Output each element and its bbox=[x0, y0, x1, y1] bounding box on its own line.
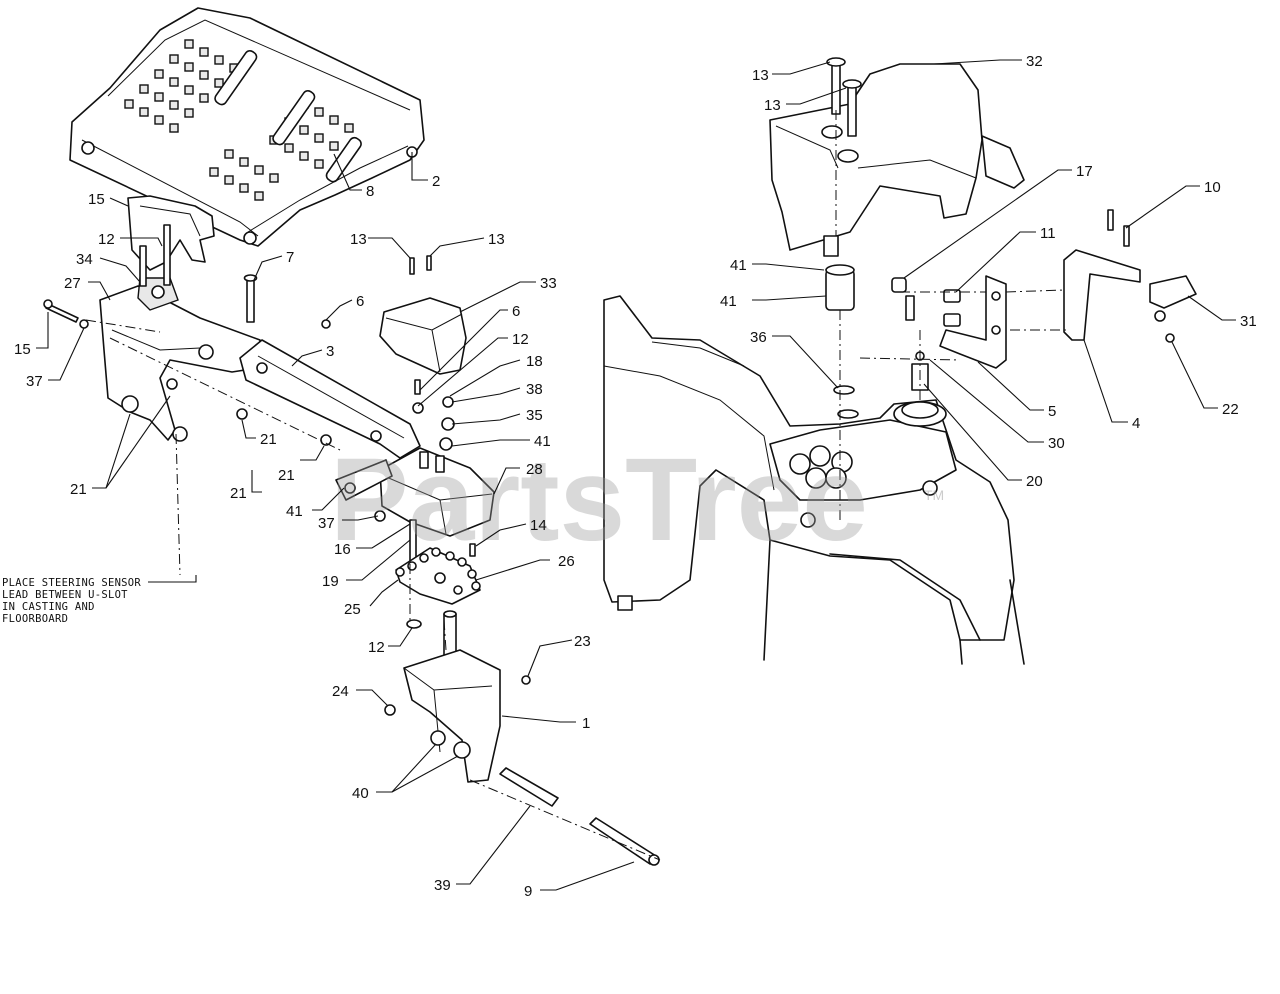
caster-bracket-part bbox=[384, 649, 531, 783]
callout-17: 17 bbox=[1076, 163, 1093, 180]
callout-41-b: 41 bbox=[286, 503, 303, 520]
callout-21-d: 21 bbox=[70, 481, 87, 498]
callout-37-left: 37 bbox=[26, 373, 43, 390]
callout-2: 2 bbox=[432, 173, 440, 190]
callout-13-c: 13 bbox=[752, 67, 769, 84]
callout-41-d: 41 bbox=[720, 293, 737, 310]
callout-28: 28 bbox=[526, 461, 543, 478]
callout-9: 9 bbox=[524, 883, 532, 900]
steering-casting-part bbox=[99, 224, 261, 442]
callout-22: 22 bbox=[1222, 401, 1239, 418]
callout-4: 4 bbox=[1132, 415, 1140, 432]
steering-link-part bbox=[239, 339, 421, 459]
bracket-5-part bbox=[939, 275, 1007, 369]
small-hardware bbox=[79, 255, 476, 557]
callout-21-a: 21 bbox=[260, 431, 277, 448]
callout-7: 7 bbox=[286, 249, 294, 266]
leader-lines bbox=[36, 59, 1236, 891]
floorboard-part bbox=[69, 7, 425, 247]
bolts-17-11-part bbox=[891, 277, 961, 391]
callout-numbers: 2 8 15 12 7 34 27 15 37 6 3 21 21 21 21 … bbox=[14, 53, 1257, 900]
callout-12-upper: 12 bbox=[98, 231, 115, 248]
callout-19: 19 bbox=[322, 573, 339, 590]
steering-sensor-note: PLACE STEERING SENSOR LEAD BETWEEN U-SLO… bbox=[2, 575, 197, 625]
bolt-15-part bbox=[43, 299, 79, 323]
screws-13-right-part bbox=[826, 57, 862, 137]
sensor-housing-part bbox=[335, 447, 495, 537]
steering-shroud-part bbox=[127, 195, 215, 271]
callout-13-b: 13 bbox=[488, 231, 505, 248]
callout-33: 33 bbox=[540, 275, 557, 292]
note-line-4: FLOORBOARD bbox=[2, 613, 68, 625]
callout-8: 8 bbox=[366, 183, 374, 200]
callout-13-a: 13 bbox=[350, 231, 367, 248]
callout-23: 23 bbox=[574, 633, 591, 650]
watermark: PartsTree bbox=[330, 434, 868, 566]
callout-41-a: 41 bbox=[534, 433, 551, 450]
callout-12-c: 12 bbox=[368, 639, 385, 656]
callout-24: 24 bbox=[332, 683, 349, 700]
watermark-tm: TM bbox=[924, 487, 944, 503]
callout-32: 32 bbox=[1026, 53, 1043, 70]
note-line-3: IN CASTING AND bbox=[2, 601, 95, 613]
callout-37-b: 37 bbox=[318, 515, 335, 532]
callout-26: 26 bbox=[558, 553, 575, 570]
callout-20: 20 bbox=[1026, 473, 1043, 490]
callout-38: 38 bbox=[526, 381, 543, 398]
cover-33-part bbox=[379, 297, 467, 375]
callout-13-d: 13 bbox=[764, 97, 781, 114]
callout-41-c: 41 bbox=[730, 257, 747, 274]
callout-21-b: 21 bbox=[278, 467, 295, 484]
callout-6-b: 6 bbox=[512, 303, 520, 320]
callout-39: 39 bbox=[434, 877, 451, 894]
callout-36: 36 bbox=[750, 329, 767, 346]
callout-5: 5 bbox=[1048, 403, 1056, 420]
bolt-7-part bbox=[243, 274, 258, 323]
callout-10: 10 bbox=[1204, 179, 1221, 196]
washer-36-part bbox=[833, 385, 859, 419]
callout-6-a: 6 bbox=[356, 293, 364, 310]
callout-30: 30 bbox=[1048, 435, 1065, 452]
bracket-4-part bbox=[1063, 209, 1197, 343]
mower-body-part bbox=[603, 295, 1025, 665]
callout-18: 18 bbox=[526, 353, 543, 370]
callout-21-c: 21 bbox=[230, 485, 247, 502]
callout-11: 11 bbox=[1040, 225, 1056, 242]
callout-31: 31 bbox=[1240, 313, 1257, 330]
callout-14: 14 bbox=[530, 517, 547, 534]
callout-15-upper: 15 bbox=[88, 191, 105, 208]
callout-35: 35 bbox=[526, 407, 543, 424]
fender-body-part bbox=[769, 63, 1025, 251]
callout-12-b: 12 bbox=[512, 331, 529, 348]
steering-gear-part bbox=[395, 519, 481, 605]
spacers-41-part bbox=[823, 235, 855, 311]
callout-25: 25 bbox=[344, 601, 361, 618]
callout-1: 1 bbox=[582, 715, 590, 732]
callout-27: 27 bbox=[64, 275, 81, 292]
pins-part bbox=[499, 767, 660, 866]
callout-16: 16 bbox=[334, 541, 351, 558]
callout-40: 40 bbox=[352, 785, 369, 802]
callout-34: 34 bbox=[76, 251, 93, 268]
note-line-1: PLACE STEERING SENSOR bbox=[2, 577, 141, 589]
note-line-2: LEAD BETWEEN U-SLOT bbox=[2, 589, 128, 601]
callout-15-left: 15 bbox=[14, 341, 31, 358]
callout-3: 3 bbox=[326, 343, 334, 360]
